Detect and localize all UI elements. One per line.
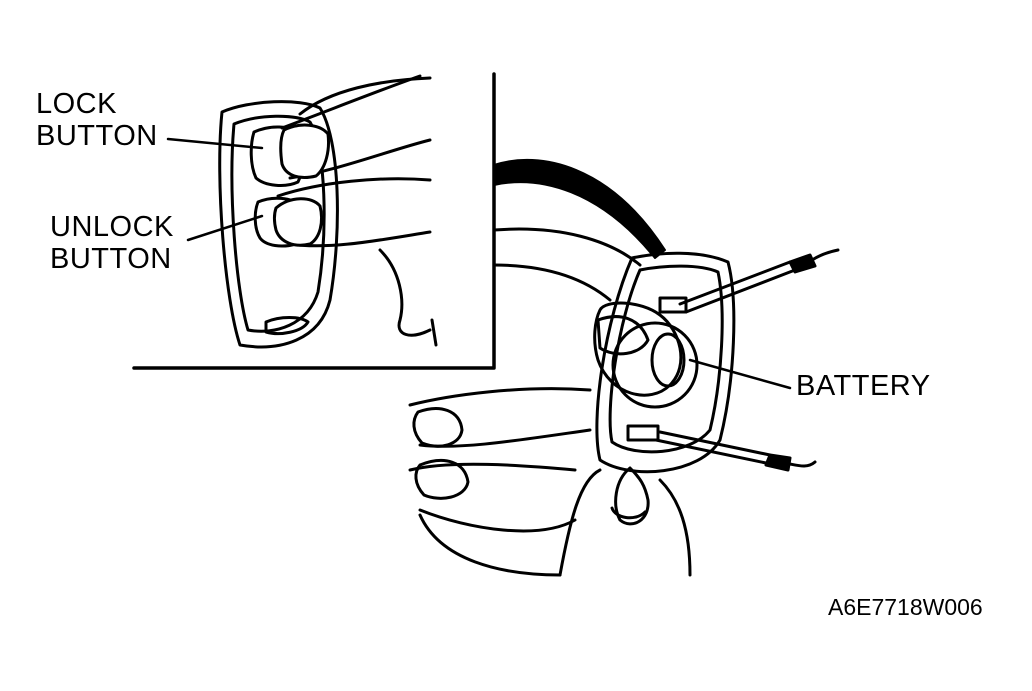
fob-case-inner [608, 264, 724, 454]
upper-probe [678, 248, 840, 314]
fingernail-2 [414, 459, 470, 500]
lock-leader-line [166, 137, 264, 150]
unlock-label-line2: BUTTON [50, 243, 172, 275]
inset-border [132, 72, 496, 370]
lock-label-line2: BUTTON [36, 120, 158, 152]
thumbnail [596, 315, 650, 356]
upper-hand-outline [492, 227, 642, 302]
lower-contact [626, 424, 660, 442]
battery-leader-line [688, 358, 792, 390]
lock-button-label: LOCK BUTTON [36, 88, 158, 152]
figure-code: A6E7718W006 [828, 594, 983, 620]
unlock-label-line1: UNLOCK [50, 211, 174, 243]
inset-fingernail-lower [273, 197, 324, 247]
fingernail-1 [412, 407, 464, 448]
inset-fob-inner [230, 114, 326, 333]
inset-fob-drawing [166, 74, 438, 349]
inset-fob-slot [264, 316, 310, 336]
key-ring-lower [610, 506, 647, 520]
inset-hand-top [298, 76, 432, 116]
finger-2 [408, 462, 577, 533]
battery-disc [611, 321, 699, 409]
inset-fingernail-upper [279, 123, 330, 179]
inset-panel [132, 72, 496, 370]
unlock-button-label: UNLOCK BUTTON [50, 211, 174, 275]
battery-label: BATTERY [796, 370, 931, 402]
key-ring [614, 466, 650, 526]
inset-fob-outer [218, 100, 339, 349]
fob-case-outer [595, 251, 736, 474]
upper-contact [658, 296, 688, 314]
lock-label-line1: LOCK [36, 88, 117, 120]
inset-palm [378, 248, 438, 347]
lower-probe [654, 430, 817, 472]
main-hand-drawing [408, 158, 840, 577]
lower-palm [418, 513, 562, 577]
wrist-outline [558, 468, 692, 577]
finger-1 [408, 387, 592, 448]
unlock-leader-line [186, 214, 264, 242]
shadow-band [493, 158, 666, 259]
battery-shine [650, 332, 686, 388]
